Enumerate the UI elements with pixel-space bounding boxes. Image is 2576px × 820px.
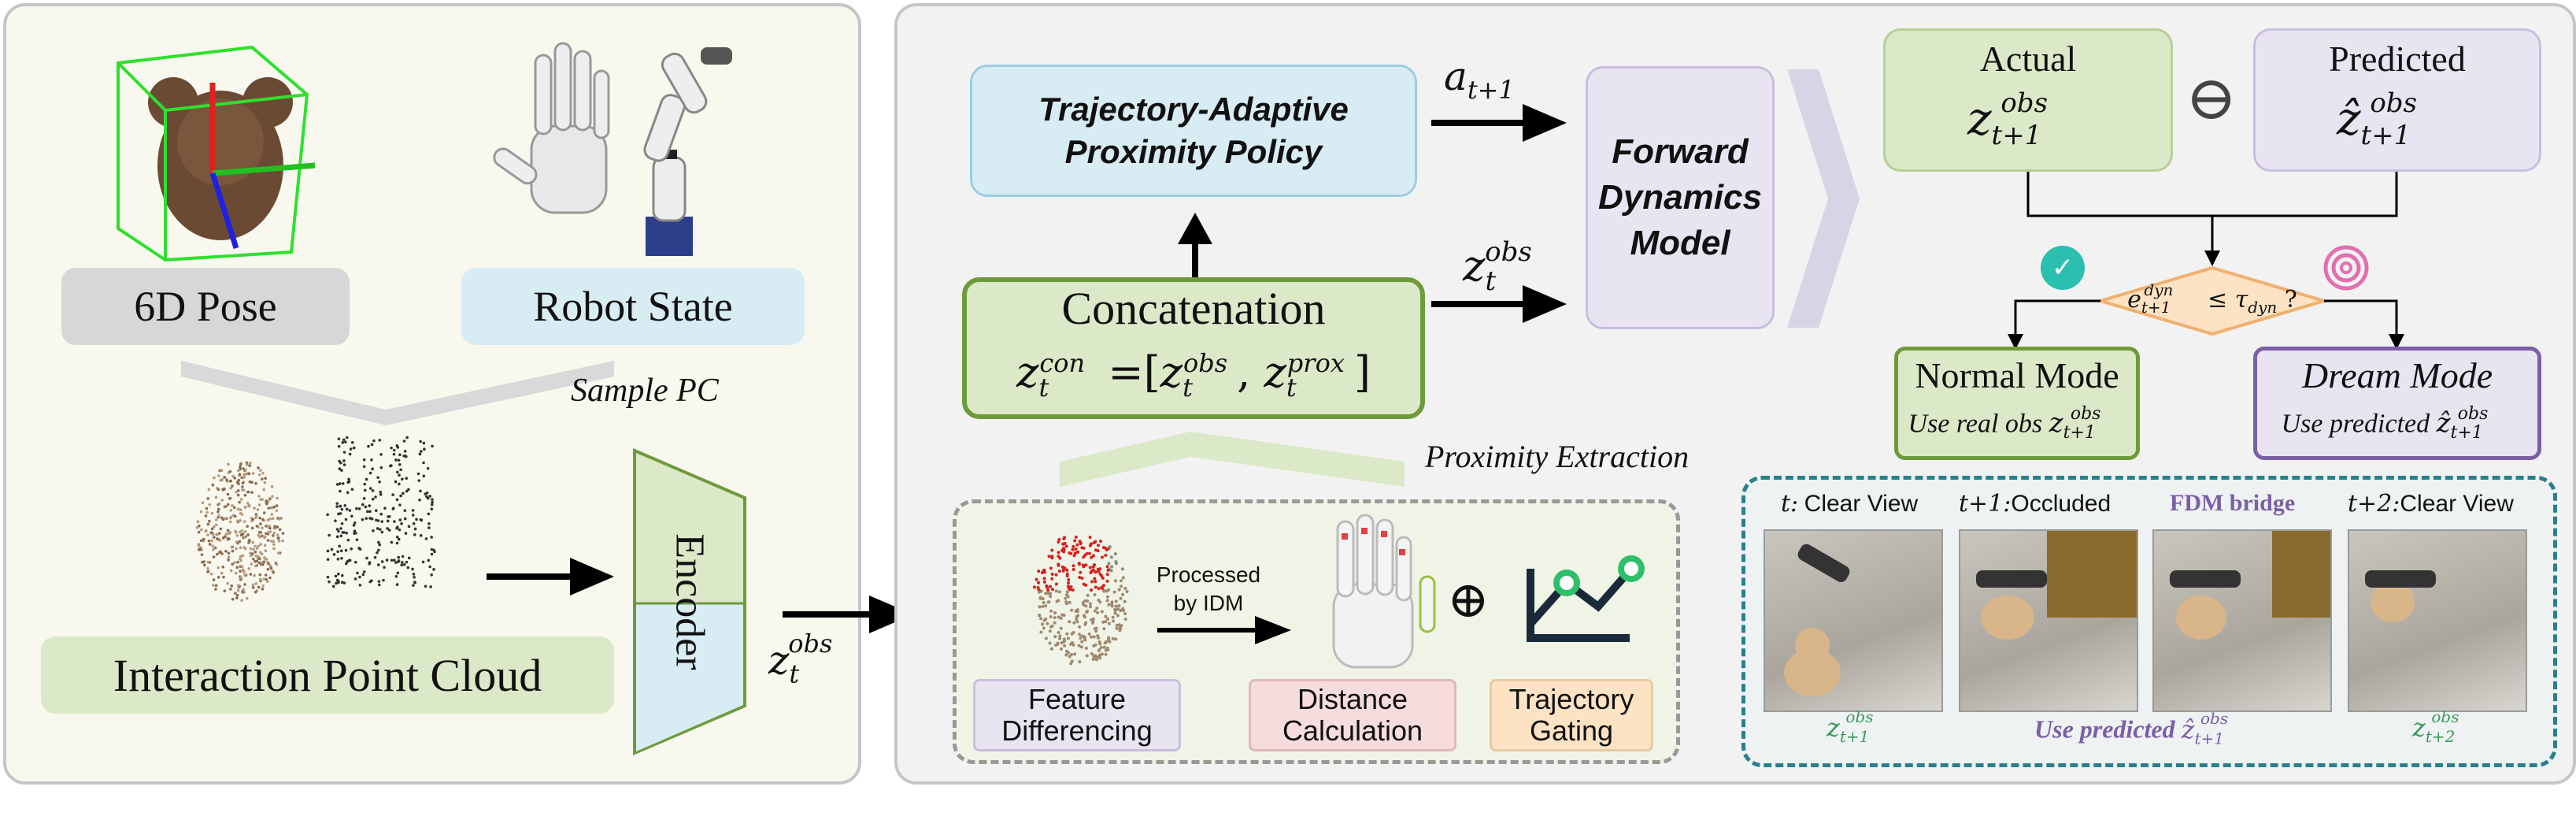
predicted-formula: ẑt+1obs (2336, 87, 2418, 151)
fdm-line1: Forward (1612, 132, 1749, 171)
interaction-pc-label: Interaction Point Cloud (113, 649, 542, 701)
encoder-label: Encoder (667, 533, 712, 670)
fdm-line2: Dynamics (1598, 178, 1762, 217)
feature-diff-image (1022, 512, 1140, 670)
frame4-sublabel: zt+2obs (2412, 707, 2459, 747)
pose-label-box: 6D Pose (61, 268, 350, 345)
trajectory-gating-box: Trajectory Gating (1490, 679, 1653, 751)
frame3-label: FDM bridge (2170, 490, 2296, 516)
sample-pc-label: Sample PC (571, 373, 719, 409)
processed-label: Processed by IDM (1156, 562, 1261, 615)
predicted-box: Predicted ẑt+1obs (2253, 28, 2541, 172)
actual-box: Actual zt+1obs (1883, 28, 2173, 172)
normal-mode-sub: Use real obs zt+1obs (1908, 403, 2101, 443)
check-icon: ✓ (2041, 246, 2085, 290)
proximity-label: Proximity Extraction (1425, 439, 1690, 474)
point-cloud-image (185, 421, 500, 618)
obs-arrow-label: ztobs (1463, 236, 1532, 297)
concat-box: Concatenation ztcon =[ztobs, ztprox] (962, 277, 1425, 419)
frame1-label: t: Clear View (1781, 490, 1919, 518)
robot-state-box: Robot State (461, 268, 805, 345)
policy-title-line2: Proximity Policy (1064, 133, 1323, 170)
feature-diff-box: Feature Differencing (973, 679, 1181, 751)
actual-title: Actual (1979, 38, 2077, 79)
concat-title: Concatenation (1061, 282, 1326, 334)
action-label: at+1 (1444, 54, 1515, 105)
frame2-label: t+1:Occluded (1959, 490, 2112, 518)
encoder-output-label: ztobs (768, 629, 833, 689)
pose-box-graphic (117, 45, 316, 262)
condition-label: et+1dyn ≤ τdyn ? (2127, 280, 2297, 317)
distance-hand-image (1302, 514, 1444, 671)
normal-mode-title: Normal Mode (1915, 354, 2119, 395)
normal-mode-box: Normal Mode Use real obs zt+1obs (1894, 347, 2140, 460)
minus-symbol: ⊖ (2186, 64, 2237, 132)
dream-mode-box: Dream Mode Use predicted ẑt+1obs (2253, 347, 2541, 460)
frame3-image (2152, 529, 2332, 712)
fdm-line3: Model (1630, 224, 1730, 262)
timeline-middle-label: Use predicted ẑt+1obs (2034, 709, 2229, 748)
interaction-pc-box: Interaction Point Cloud (41, 636, 614, 714)
frame2-image (1959, 529, 2138, 712)
robot-hand-image (488, 39, 630, 221)
dream-mode-sub: Use predicted ẑt+1obs (2281, 403, 2489, 443)
policy-title-line1: Trajectory-Adaptive (1038, 91, 1349, 128)
teddy-bear-object-image (117, 45, 323, 262)
frame4-label: t+2:Clear View (2348, 490, 2514, 518)
concat-formula: ztcon =[ztobs, ztprox] (1016, 347, 1371, 403)
distance-calc-box: Distance Calculation (1249, 679, 1456, 751)
frame1-sublabel: zt+1obs (1827, 707, 1874, 747)
frame4-image (2348, 529, 2527, 712)
robot-state-label: Robot State (533, 283, 733, 330)
policy-box: Trajectory-Adaptive Proximity Policy (970, 65, 1417, 197)
fdm-box: Forward Dynamics Model (1586, 66, 1775, 329)
actual-formula: zt+1obs (1967, 87, 2049, 151)
predicted-title: Predicted (2329, 38, 2466, 79)
robot-arm-image (630, 39, 740, 260)
pose-label: 6D Pose (134, 283, 277, 330)
frame1-image (1764, 529, 1943, 712)
plus-symbol: ⊕ (1447, 572, 1490, 628)
dream-mode-title: Dream Mode (2301, 354, 2493, 395)
